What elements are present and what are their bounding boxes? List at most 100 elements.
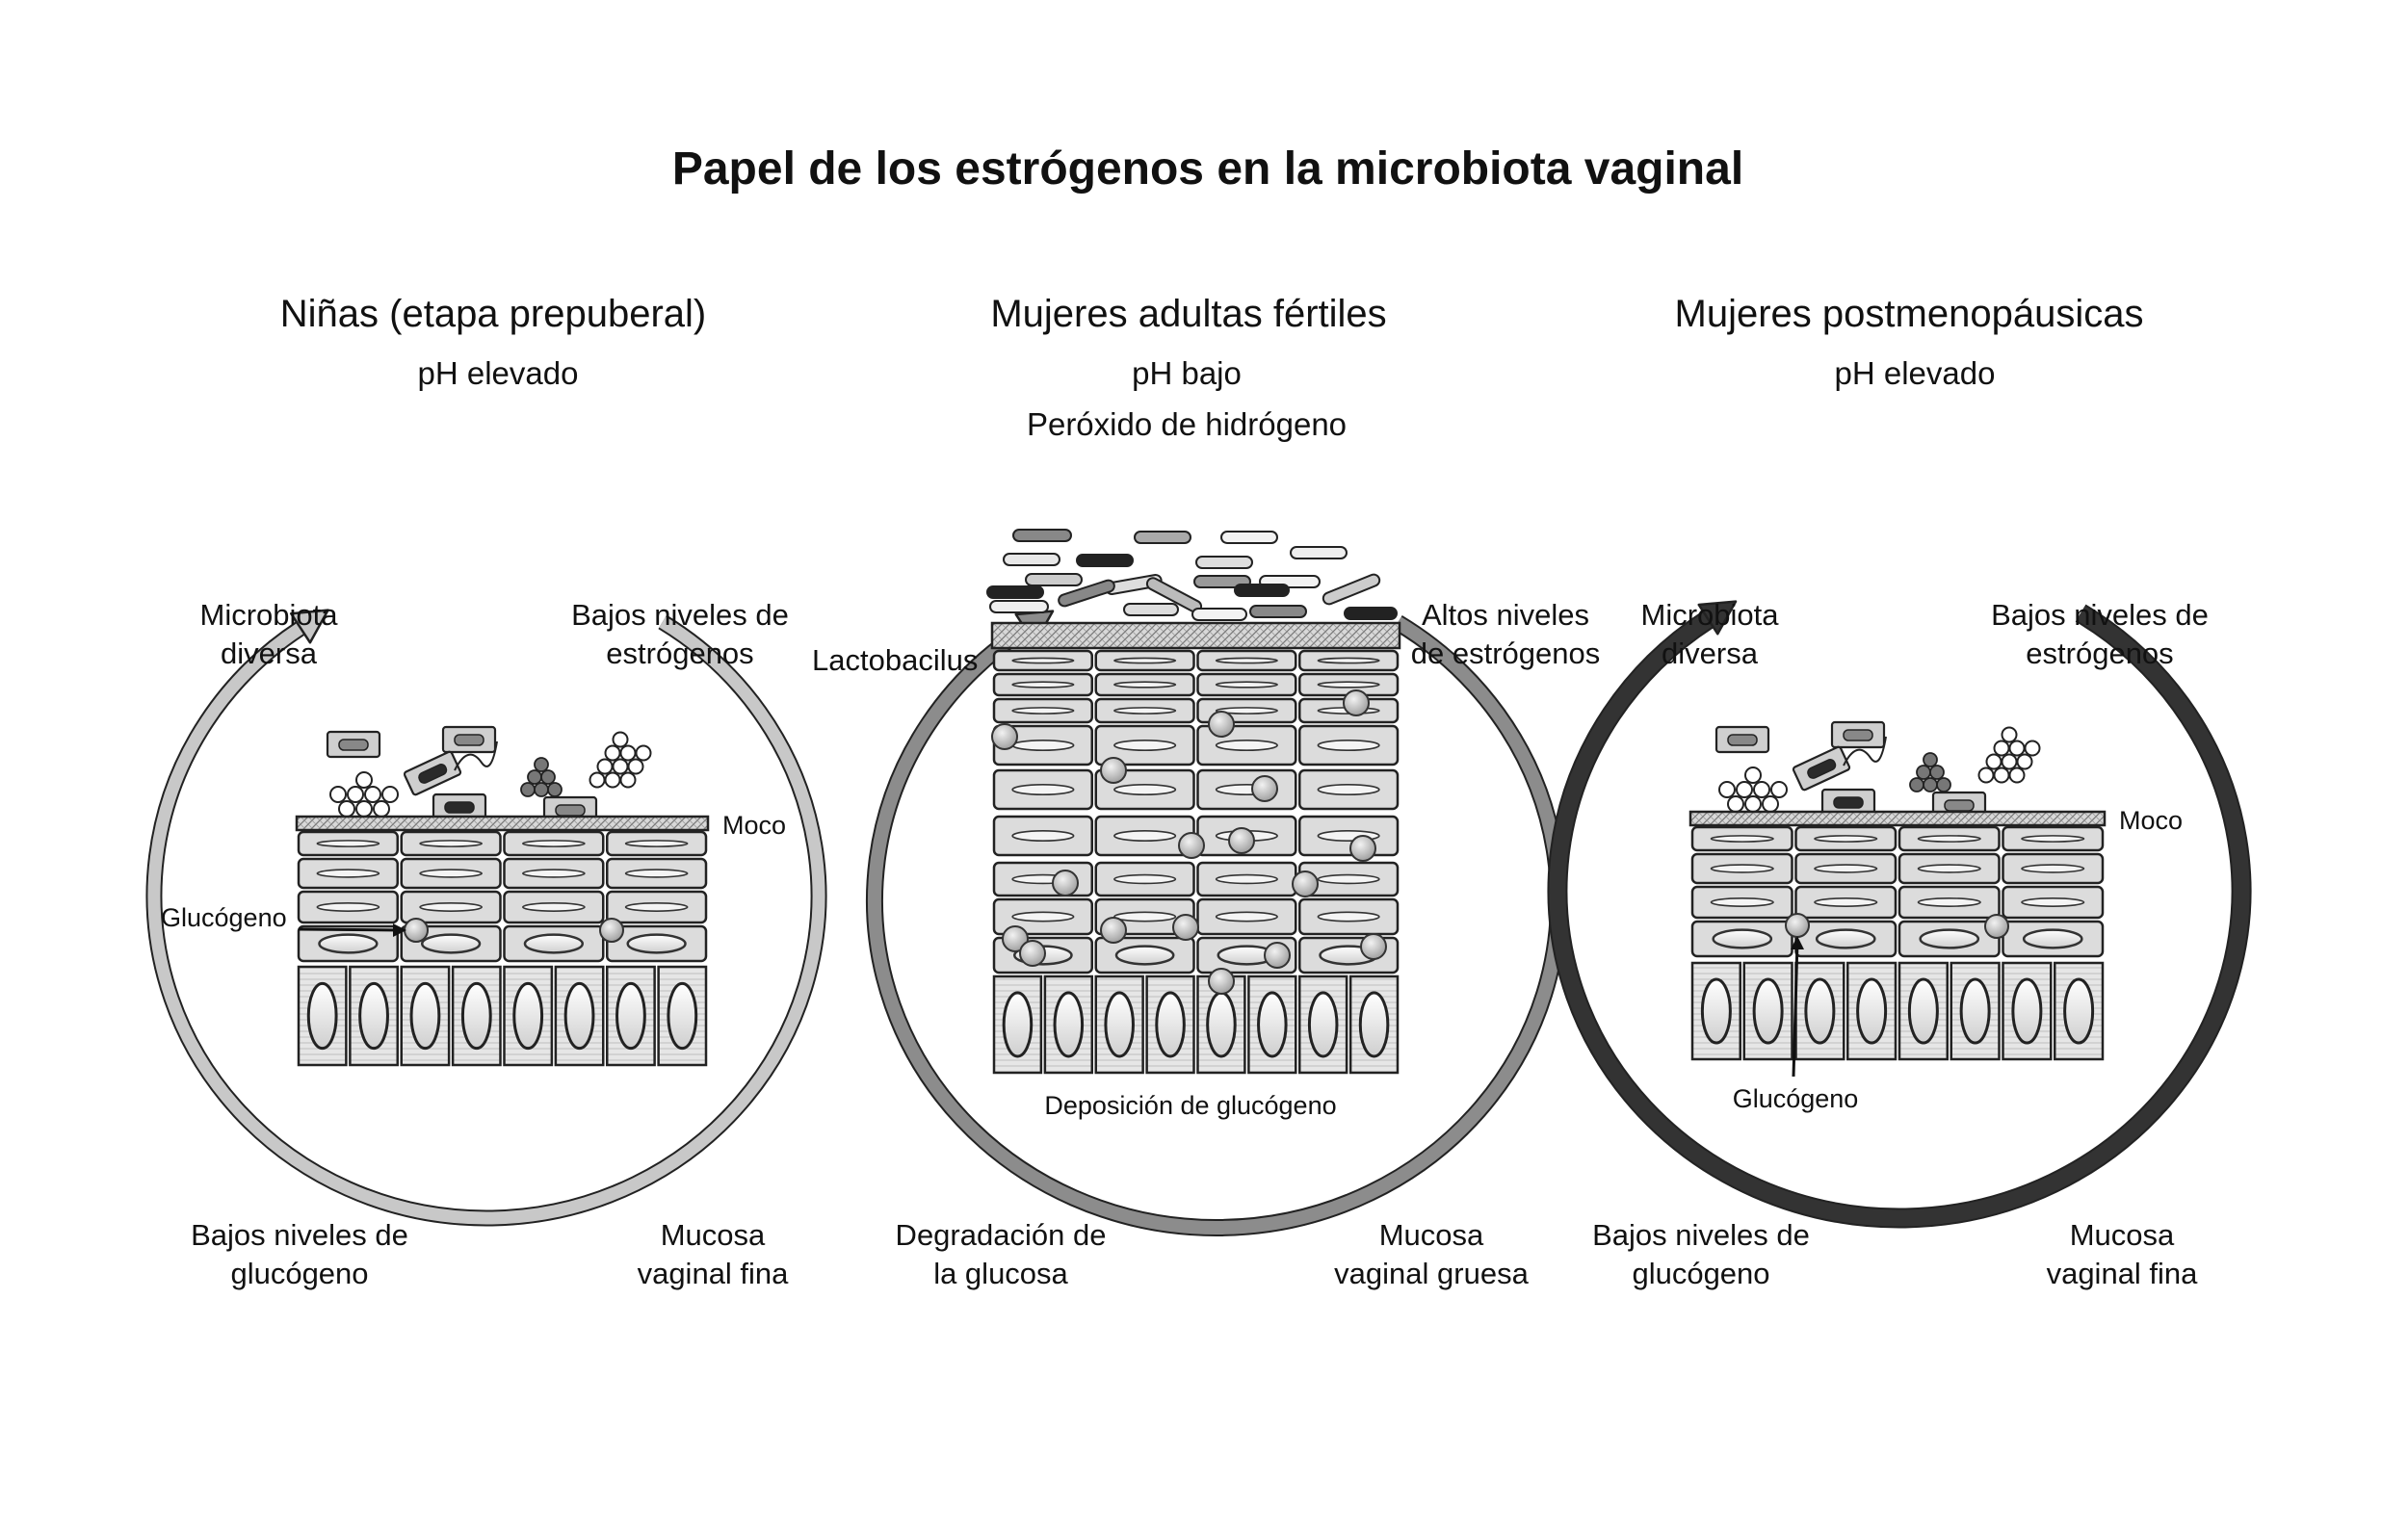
bacterium-core [1727, 734, 1758, 746]
bacterium-core [555, 804, 586, 817]
basal-nucleus [1959, 977, 1991, 1045]
coccus [1744, 766, 1762, 784]
coccus [1929, 765, 1945, 780]
cell-nucleus [1011, 911, 1075, 922]
arrow-postmenopausal [1547, 600, 2252, 1229]
cell-nucleus [1317, 873, 1380, 885]
glycogen-granule [1360, 933, 1387, 960]
cell-nucleus [1113, 829, 1177, 842]
coccus [355, 771, 373, 789]
basal-nucleus [1307, 991, 1339, 1058]
coccus [2024, 740, 2041, 757]
coccus [381, 786, 399, 803]
cell-nucleus [318, 933, 379, 954]
bacterium [326, 730, 381, 759]
tissue-prepubertal [295, 725, 710, 1067]
panel-title: Mujeres adultas fértiles [990, 293, 1387, 335]
cell-nucleus [1814, 897, 1878, 907]
cell-nucleus [1011, 707, 1075, 715]
cell-nucleus [1113, 873, 1177, 885]
basal-nucleus [1856, 977, 1888, 1045]
cell-nucleus [523, 933, 585, 954]
glycogen-granule [599, 918, 624, 943]
bacterium-core [1807, 759, 1837, 779]
cell-nucleus [316, 869, 380, 878]
glycogen-granule [404, 918, 429, 943]
glycogen-granule [1172, 914, 1199, 941]
arrowhead [289, 609, 329, 644]
coccus [1985, 753, 2002, 770]
cell-nucleus [1215, 681, 1278, 689]
cell-nucleus [2021, 864, 2085, 873]
basal-nucleus [667, 981, 698, 1051]
glycogen-granule [1984, 914, 2009, 939]
label-glycogen: Glucógeno [1732, 1084, 1859, 1113]
glycogen-granule [1100, 917, 1127, 944]
cell-nucleus [316, 840, 380, 847]
lactobacillus [1234, 584, 1290, 597]
glycogen-pointer [298, 927, 402, 932]
coccus [1744, 795, 1762, 813]
cell-nucleus [624, 902, 689, 912]
cell-nucleus [522, 902, 586, 912]
cell-nucleus [1710, 897, 1774, 907]
arrow-prepubertal [145, 609, 827, 1227]
cell-nucleus [1712, 928, 1773, 949]
coccus [1936, 777, 1951, 792]
cell-nucleus [1317, 657, 1380, 664]
basal-nucleus [1804, 977, 1836, 1045]
glycogen-granule [1343, 689, 1370, 716]
cell-nucleus [2022, 928, 2083, 949]
bacterium-core [1944, 799, 1975, 812]
cell-nucleus [1317, 911, 1380, 922]
coccus [527, 769, 542, 785]
coccus [547, 782, 563, 797]
mucus-layer [295, 815, 710, 832]
coccus [1762, 795, 1779, 813]
lactobacillus [1076, 554, 1134, 567]
cell-nucleus [1011, 681, 1075, 689]
glycogen-granule [1002, 925, 1029, 952]
bacterium-core [444, 801, 475, 814]
coccus [635, 744, 652, 762]
glycogen-granule [1052, 870, 1079, 896]
lactobacillus [1003, 553, 1060, 566]
glycogen-granule [1292, 870, 1319, 897]
lactobacillus [1058, 579, 1115, 608]
cell-nucleus [1011, 657, 1075, 664]
bacterium [1792, 745, 1851, 792]
bacterium [403, 750, 462, 796]
mucus-layer [990, 621, 1401, 650]
coccus [1736, 781, 1753, 798]
lactobacillus [1025, 573, 1083, 586]
cell-nucleus [1215, 739, 1278, 751]
basal-nucleus [409, 981, 441, 1051]
cell-nucleus [1919, 928, 1980, 949]
tissue-fertile [986, 529, 1401, 1075]
cell-nucleus [419, 902, 483, 912]
coccus [1993, 740, 2010, 757]
coccus [1923, 752, 1938, 767]
basal-nucleus [615, 981, 646, 1051]
cell-nucleus [1317, 739, 1380, 751]
cell-nucleus [626, 933, 687, 954]
bacterium [441, 725, 497, 754]
cell-nucleus [2021, 897, 2085, 907]
glycogen-granule [1785, 913, 1810, 938]
coccus [364, 786, 381, 803]
coccus [627, 758, 644, 775]
glycogen-granule [1264, 942, 1291, 969]
lactobacillus [1290, 546, 1348, 559]
cell-nucleus [1710, 864, 1774, 873]
cell-nucleus [624, 840, 689, 847]
lactobacillus [986, 585, 1044, 599]
coccus [1909, 777, 1924, 792]
cell-nucleus [1215, 911, 1278, 922]
panel-title: Mujeres postmenopáusicas [1674, 293, 2144, 335]
coccus [1727, 795, 1744, 813]
lactobacillus [1322, 573, 1381, 606]
